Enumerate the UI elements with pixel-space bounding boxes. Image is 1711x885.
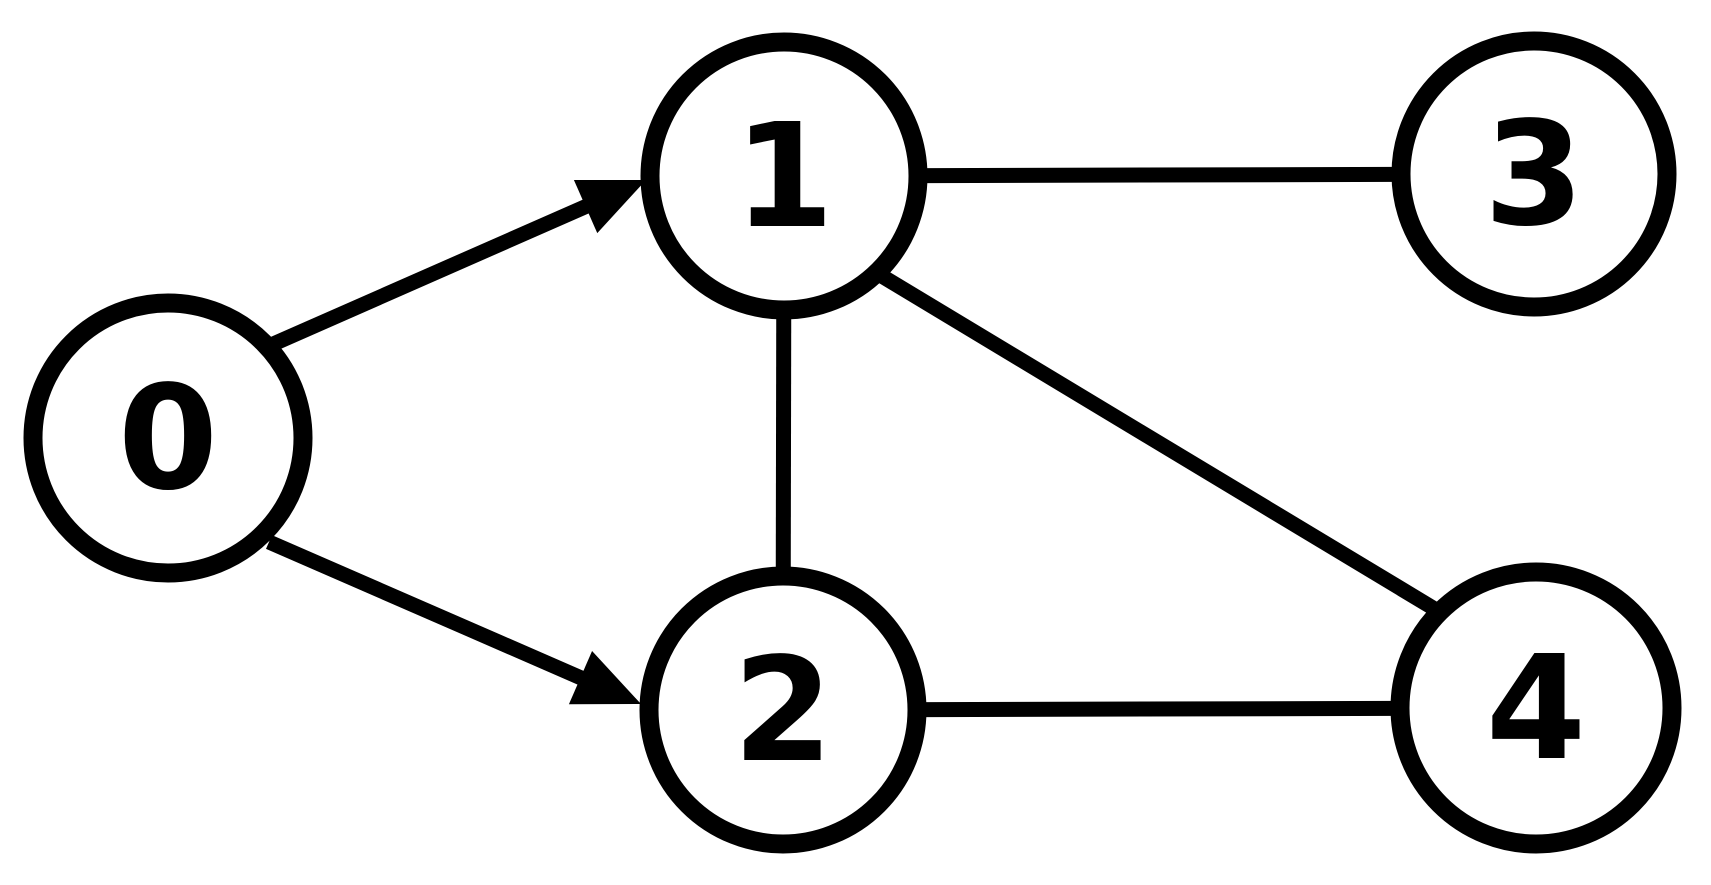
node-2: 2 <box>639 566 927 854</box>
edge-0-1 <box>267 180 646 352</box>
edge-line-0-1 <box>267 189 613 352</box>
node-label-2: 2 <box>733 626 833 794</box>
arrowhead-0-2 <box>568 651 641 705</box>
node-circle-4 <box>1390 562 1682 854</box>
node-0: 0 <box>23 293 313 583</box>
node-circle-3 <box>1391 31 1677 317</box>
node-label-0: 0 <box>118 354 218 522</box>
edge-line-0-2 <box>266 535 608 696</box>
node-label-3: 3 <box>1484 90 1584 258</box>
edge-1-4 <box>876 268 1442 618</box>
node-label-4: 4 <box>1486 624 1586 792</box>
node-4: 4 <box>1390 562 1682 854</box>
node-label-1: 1 <box>734 92 834 260</box>
node-circle-1 <box>640 32 928 320</box>
node-circle-0 <box>23 293 313 583</box>
node-1: 1 <box>640 32 928 320</box>
node-circle-2 <box>639 566 927 854</box>
edge-0-2 <box>266 535 641 705</box>
node-3: 3 <box>1391 31 1677 317</box>
arrowhead-0-1 <box>573 180 646 234</box>
edge-line-1-4 <box>876 268 1442 618</box>
